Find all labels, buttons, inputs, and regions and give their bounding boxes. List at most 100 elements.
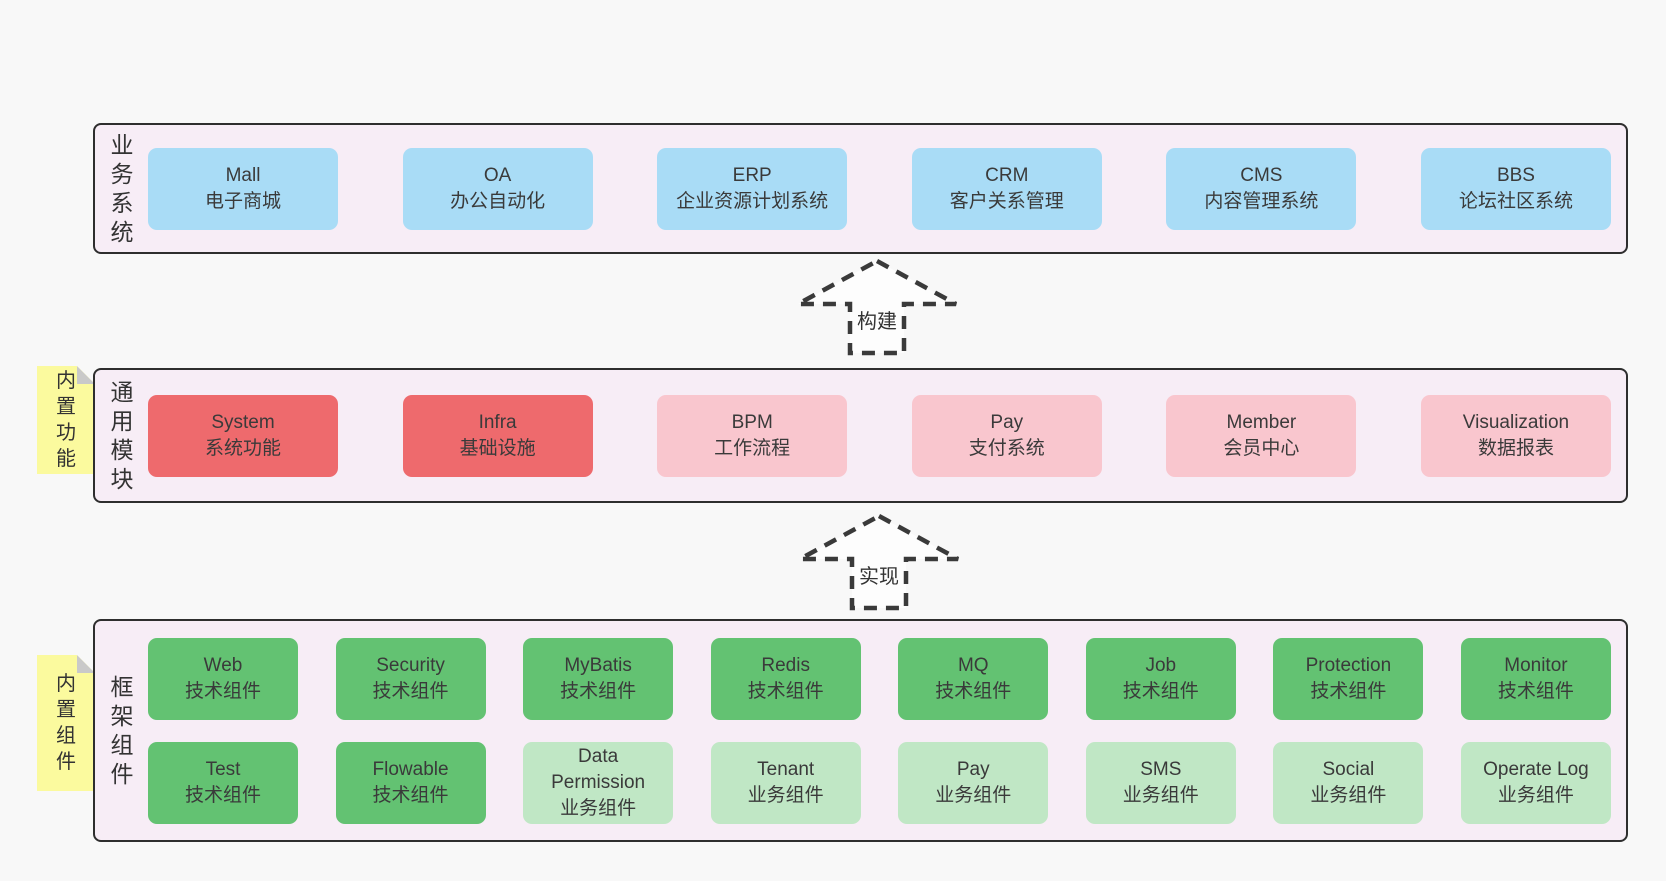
box-web: Web 技术组件 [148, 637, 298, 720]
box-subtitle: 技术组件 [1122, 680, 1199, 702]
box-title: Protection [1305, 654, 1392, 676]
box-subtitle: 技术组件 [184, 784, 261, 806]
sticky-note-builtin-components: 内置组件 [37, 655, 95, 791]
box-tenant: Tenant 业务组件 [710, 741, 861, 824]
box-security: Security 技术组件 [335, 637, 486, 720]
box-infra: Infra 基础设施 [402, 394, 593, 477]
box-subtitle: 技术组件 [935, 680, 1012, 702]
box-subtitle: 企业资源计划系统 [676, 190, 829, 212]
box-title: Web [203, 654, 243, 676]
box-visualization: Visualization 数据报表 [1420, 394, 1611, 477]
box-title: Tenant [757, 758, 815, 780]
box-title: MyBatis [564, 654, 632, 676]
box-title: Redis [761, 654, 810, 676]
box-title: Mall [225, 164, 261, 186]
box-bpm: BPM 工作流程 [657, 394, 848, 477]
box-title: BPM [731, 411, 773, 433]
box-subtitle: 工作流程 [714, 437, 791, 459]
box-title: Test [205, 758, 241, 780]
band-label-common-modules: 通用模块 [110, 378, 134, 492]
box-system: System 系统功能 [148, 394, 338, 477]
box-subtitle: 论坛社区系统 [1458, 190, 1573, 212]
sticky-note-text: 内置功能 [56, 370, 76, 470]
box-subtitle: 技术组件 [1310, 680, 1387, 702]
box-pay-component: Pay 业务组件 [898, 741, 1049, 824]
box-social: Social 业务组件 [1273, 741, 1424, 824]
sticky-note-builtin-features: 内置功能 [37, 366, 95, 474]
box-subtitle: 业务组件 [1497, 784, 1574, 806]
box-title: CRM [985, 164, 1029, 186]
box-subtitle: 技术组件 [372, 784, 449, 806]
box-title: Operate Log [1483, 758, 1589, 780]
box-mall: Mall 电子商城 [148, 147, 338, 230]
box-title: Data Permission [551, 745, 646, 793]
box-subtitle: 业务组件 [935, 784, 1012, 806]
box-title: Infra [478, 411, 517, 433]
box-title: System [211, 411, 275, 433]
box-subtitle: 会员中心 [1223, 437, 1300, 459]
box-subtitle: 业务组件 [747, 784, 824, 806]
box-subtitle: 电子商城 [204, 190, 281, 212]
box-operate-log: Operate Log 业务组件 [1460, 741, 1611, 824]
box-title: OA [483, 164, 512, 186]
arrow-build: 构建 [792, 257, 962, 357]
box-subtitle: 办公自动化 [450, 190, 546, 212]
box-title: Pay [956, 758, 990, 780]
box-subtitle: 系统功能 [204, 437, 281, 459]
box-subtitle: 技术组件 [747, 680, 824, 702]
box-title: Flowable [372, 758, 449, 780]
box-title: Security [376, 654, 445, 676]
box-subtitle: 技术组件 [372, 680, 449, 702]
box-subtitle: 支付系统 [968, 437, 1045, 459]
box-test: Test 技术组件 [148, 741, 298, 824]
box-mq: MQ 技术组件 [898, 637, 1049, 720]
arrow-implement: 实现 [794, 512, 964, 612]
box-title: Social [1322, 758, 1375, 780]
box-title: CMS [1240, 164, 1283, 186]
box-title: MQ [957, 654, 989, 676]
box-subtitle: 基础设施 [459, 437, 536, 459]
box-subtitle: 数据报表 [1477, 437, 1554, 459]
box-title: Visualization [1462, 411, 1570, 433]
box-redis: Redis 技术组件 [710, 637, 861, 720]
sticky-note-text: 内置组件 [56, 673, 76, 773]
box-title: SMS [1140, 758, 1182, 780]
band-label-framework-components: 框架组件 [110, 673, 134, 787]
box-data-permission: Data Permission 业务组件 [523, 741, 674, 824]
box-subtitle: 业务组件 [1122, 784, 1199, 806]
box-pay-module: Pay 支付系统 [911, 394, 1102, 477]
box-subtitle: 技术组件 [560, 680, 637, 702]
arrow-implement-label: 实现 [857, 560, 901, 589]
box-title: Pay [990, 411, 1024, 433]
box-oa: OA 办公自动化 [402, 147, 593, 230]
box-title: BBS [1496, 164, 1535, 186]
box-sms: SMS 业务组件 [1085, 741, 1236, 824]
box-bbs: BBS 论坛社区系统 [1420, 147, 1611, 230]
box-title: Monitor [1504, 654, 1568, 676]
box-mybatis: MyBatis 技术组件 [523, 637, 674, 720]
box-erp: ERP 企业资源计划系统 [657, 147, 848, 230]
box-subtitle: 业务组件 [1310, 784, 1387, 806]
band-label-business-systems: 业务系统 [110, 131, 134, 245]
band-common-modules: 通用模块 System 系统功能 Infra 基础设施 BPM 工作流程 Pay 支付系统 Me… [93, 368, 1628, 503]
box-job: Job 技术组件 [1085, 637, 1236, 720]
box-title: ERP [732, 164, 772, 186]
box-subtitle: 业务组件 [560, 797, 637, 819]
box-title: Job [1145, 654, 1177, 676]
box-subtitle: 技术组件 [184, 680, 261, 702]
box-flowable: Flowable 技术组件 [335, 741, 486, 824]
arrow-build-label: 构建 [855, 305, 899, 334]
box-protection: Protection 技术组件 [1273, 637, 1424, 720]
